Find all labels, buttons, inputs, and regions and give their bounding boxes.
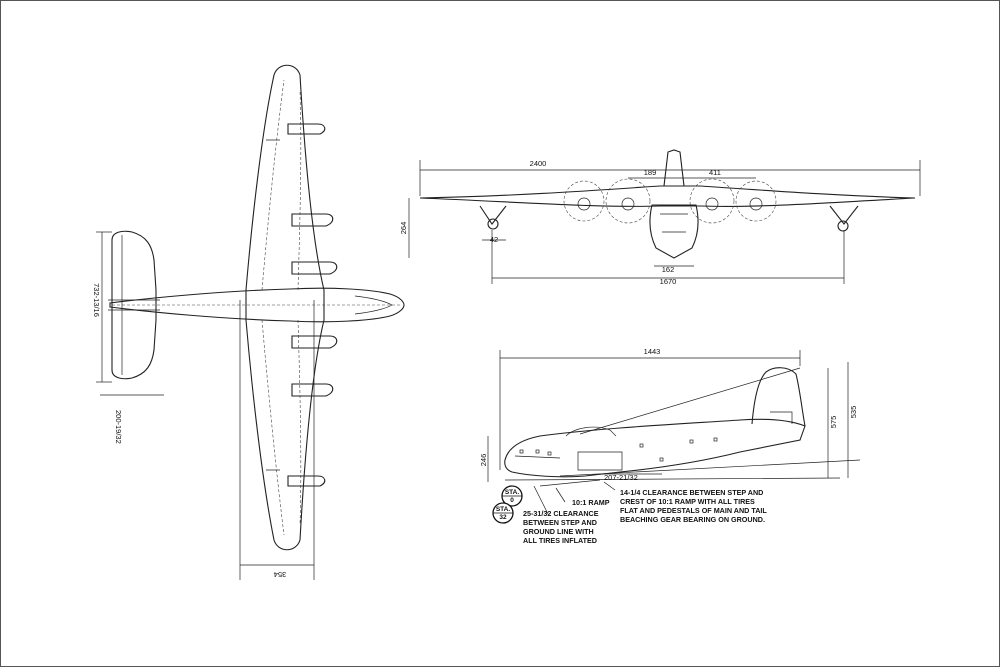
- station-marker-0: STA. 0: [501, 485, 523, 507]
- dim-height: 264: [399, 222, 408, 235]
- front-prop-1: [563, 180, 605, 222]
- dim-hull-station: 207-21/32: [604, 473, 638, 482]
- front-float-left: [479, 205, 507, 230]
- side-fin: [751, 367, 806, 427]
- dim-nose-height: 246: [479, 454, 488, 467]
- station-marker-32: STA. 32: [492, 502, 514, 524]
- plan-view: 732-13/16 200-19/32 354: [92, 64, 405, 580]
- front-prop-2: [605, 178, 651, 224]
- svg-text:CREST OF 10:1 RAMP WITH ALL TI: CREST OF 10:1 RAMP WITH ALL TIRES: [620, 497, 755, 506]
- side-windows: [519, 437, 718, 462]
- dim-tail-chord: 200-19/32: [114, 410, 123, 444]
- svg-text:ALL TIRES INFLATED: ALL TIRES INFLATED: [523, 536, 597, 545]
- svg-text:BEACHING GEAR BEARING ON GROUN: BEACHING GEAR BEARING ON GROUND.: [620, 515, 765, 524]
- plan-nacelle-2: [291, 213, 334, 227]
- ramp-label: 10:1 RAMP: [572, 498, 610, 507]
- plan-fuselage: [109, 287, 405, 323]
- svg-text:STA.: STA.: [496, 506, 511, 513]
- plan-nacelle-6: [287, 475, 326, 487]
- plan-horizontal-tail: [111, 230, 157, 380]
- plan-nacelle-4: [291, 335, 338, 349]
- svg-text:25-31/32 CLEARANCE: 25-31/32 CLEARANCE: [523, 509, 599, 518]
- front-fin: [663, 149, 685, 187]
- dim-inner-engine: 189: [644, 168, 657, 177]
- side-hull: [504, 418, 806, 478]
- front-prop-3: [689, 178, 735, 224]
- plan-wing: [245, 64, 325, 551]
- svg-text:32: 32: [499, 514, 507, 521]
- dim-hull-width: 162: [662, 265, 675, 274]
- svg-text:STA.: STA.: [505, 489, 520, 496]
- dim-outer-engine: 411: [709, 168, 721, 177]
- dim-float: 42: [490, 235, 498, 244]
- note-clearance-ramp: 14-1/4 CLEARANCE BETWEEN STEP AND CREST …: [620, 488, 767, 524]
- svg-text:FLAT AND PEDESTALS OF MAIN AND: FLAT AND PEDESTALS OF MAIN AND TAIL: [620, 506, 767, 515]
- front-hull: [649, 204, 699, 259]
- front-wing: [419, 185, 916, 207]
- svg-text:14-1/4 CLEARANCE BETWEEN STEP: 14-1/4 CLEARANCE BETWEEN STEP AND: [620, 488, 763, 497]
- front-prop-4: [735, 180, 777, 222]
- dim-wing-root: 354: [274, 570, 287, 579]
- note-clearance-ground: 25-31/32 CLEARANCE BETWEEN STEP AND GROU…: [523, 509, 599, 545]
- dim-tail-span: 732-13/16: [92, 283, 101, 317]
- svg-text:GROUND LINE WITH: GROUND LINE WITH: [523, 527, 594, 536]
- plan-nacelle-1: [287, 123, 326, 135]
- plan-nacelle-5: [291, 383, 334, 397]
- dim-length: 1443: [644, 347, 661, 356]
- dim-fin-height: 535: [849, 406, 858, 419]
- side-view: 1443 575 535 246 207-21/32 STA. 0 STA. 3…: [479, 347, 861, 545]
- svg-text:BETWEEN STEP AND: BETWEEN STEP AND: [523, 518, 597, 527]
- svg-text:0: 0: [510, 497, 514, 504]
- dim-tail-height: 575: [829, 416, 838, 429]
- plan-nacelle-3: [291, 261, 338, 275]
- dim-tread: 1670: [660, 277, 677, 286]
- front-view: 2400 189 411 264 42 162 1670: [399, 149, 921, 286]
- front-float-right: [829, 205, 859, 232]
- dim-span: 2400: [530, 159, 547, 168]
